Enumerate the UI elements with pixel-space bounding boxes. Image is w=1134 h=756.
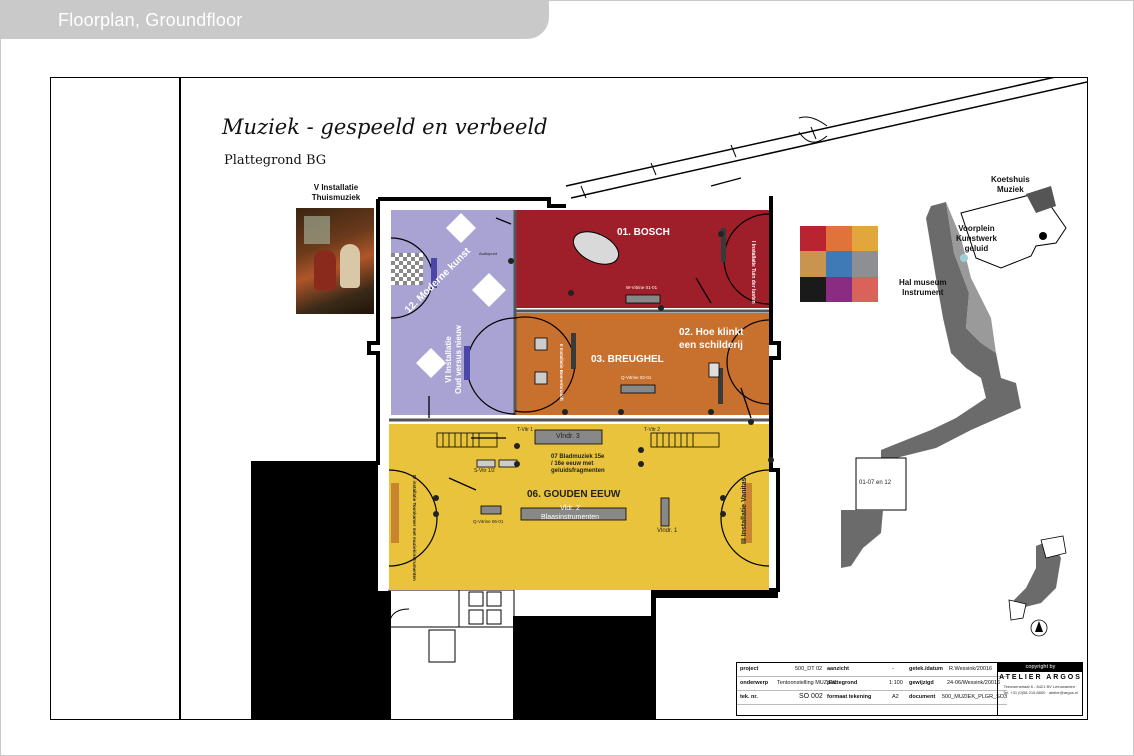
drawing-title-block: project 500_DT 02 aanzicht - getek./datu…: [736, 662, 1083, 716]
vlndr3-label: Vlndr. 3: [556, 433, 580, 440]
header-tab: Floorplan, Groundfloor: [1, 1, 549, 39]
voorplein-label: Voorplein Kunstwerk geluid: [956, 224, 997, 253]
plan-title: Muziek - gespeeld en verbeeld: [222, 115, 548, 139]
room-bosch: [515, 210, 769, 308]
plan-subtitle: Plattegrond BG: [224, 153, 327, 168]
palette-swatch-1: [800, 226, 826, 252]
koetshuis-label: Koetshuis Muziek: [991, 175, 1030, 194]
painting-caption: V Installatie Thuismuziek: [311, 183, 361, 202]
floorplan-drawing: [251, 78, 1087, 719]
color-palette: [800, 226, 878, 302]
palette-swatch-7: [800, 276, 826, 302]
room-label-vanitas: III Installatie Vanitas: [741, 477, 748, 544]
palette-swatch-2: [826, 226, 852, 252]
stairs: [436, 432, 720, 448]
palette-swatch-5: [826, 251, 852, 277]
floorplan-sheet: Muziek - gespeeld en verbeeld Plattegron…: [50, 77, 1088, 720]
room-label-gouden-eeuw: 06. GOUDEN EEUW: [527, 489, 621, 500]
vlndr2-label: Vldr. 2 Blaasinstrumenten: [541, 505, 599, 521]
room-label-bosch: 01. BOSCH: [617, 227, 670, 238]
room-gouden-eeuw: [389, 424, 769, 590]
tb-row-3: tek. nr. SO 002 formaat tekening A2 docu…: [737, 691, 1007, 705]
room-label-boerenbruiloft: II Installatie Boerenbruiloft: [559, 344, 564, 401]
palette-swatch-8: [826, 276, 852, 302]
palette-swatch-9: [852, 276, 878, 302]
sheet-margin-divider: [179, 78, 181, 719]
room-label-breughel: 03. BREUGHEL: [591, 354, 664, 365]
palette-swatch-4: [800, 251, 826, 277]
room-label-moderne-side: VI Installatie Oud versus nieuw: [444, 325, 463, 394]
atelier-argos-logo: copyright by ATELIER ARGOS Teeuwenstraat…: [997, 663, 1083, 715]
palette-swatch-3: [852, 226, 878, 252]
page-title: Floorplan, Groundfloor: [58, 10, 243, 30]
tvitr2-label: T-Vitr 2: [644, 427, 661, 433]
bladmuziek-label: 07 Bladmuziek 15e / 16e eeuw met geluids…: [551, 454, 605, 474]
room-label-hoe-klinkt: 02. Hoe klinkt een schilderij: [679, 327, 744, 351]
tb-row-2: onderwerp Tentoonstelling MUZIEK platteg…: [737, 677, 1007, 691]
qvitrine1-label: Q-Vitrine 02-01: [621, 375, 652, 380]
checkerboard-floor: [391, 253, 423, 285]
hal-museum-label: Hal museum Instrument: [899, 278, 947, 297]
wvitrine-label: W-Vitrine 01-01: [626, 285, 658, 290]
audiopunt-label: Audiopunt: [479, 251, 498, 256]
block-label: 01-07 en 12: [859, 480, 892, 486]
site-plan: [841, 186, 1067, 637]
existing-building: [251, 463, 391, 719]
qvitrine2-label: Q-Vitrine 06-01: [473, 519, 504, 524]
room-label-tuin: I Installatie Tuin der lusten: [750, 241, 756, 304]
room-label-toonkamer: IV installatie Toonkamer met muziekinstr…: [412, 475, 417, 581]
painting-image: [296, 208, 374, 314]
tb-row-1: project 500_DT 02 aanzicht - getek./datu…: [737, 663, 1007, 677]
bosch-oval: [572, 231, 620, 265]
svitr-label: S-Vitr 1/2: [474, 468, 495, 474]
vlndr1-label: Vlndr. 1: [657, 528, 678, 534]
palette-swatch-6: [852, 251, 878, 277]
tvitr1-label: T-Vitr 1: [517, 427, 534, 433]
